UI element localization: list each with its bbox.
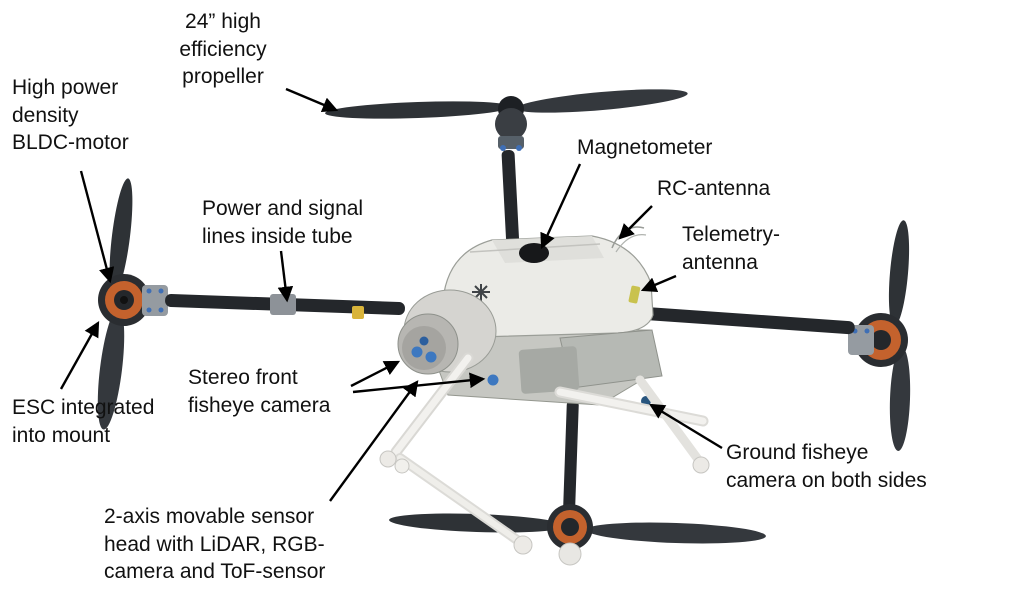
label-rc-antenna: RC-antenna (657, 177, 771, 200)
front-lower-camera (487, 374, 499, 386)
screw-dot (516, 145, 522, 151)
motor-core (871, 330, 891, 350)
label-esc: ESC integrated into mount (12, 396, 155, 447)
screw-dot (146, 307, 152, 313)
arrow-propeller (285, 87, 339, 113)
landing-leg (635, 375, 705, 467)
label-propeller: 24” high efficiency propeller (179, 10, 267, 89)
lidar-lens (419, 336, 429, 346)
screw-dot (158, 288, 164, 294)
motor-core (561, 518, 579, 536)
rotor-bottom (389, 504, 766, 566)
screw-dot (158, 307, 164, 313)
rotor-top (325, 89, 688, 151)
sensor-head-plate (402, 326, 446, 370)
arm-right (640, 306, 855, 335)
annotation-arrows (59, 87, 723, 502)
arrow-stereo-camera-1 (350, 360, 401, 388)
screw-dot (864, 328, 870, 334)
telemetry-antenna-part (628, 285, 641, 304)
label-telemetry-antenna: Telemetry- antenna (682, 223, 781, 274)
screw-dot (500, 145, 506, 151)
motor-shaft (120, 296, 128, 304)
landing-foot (513, 535, 533, 555)
propeller-blade (516, 89, 688, 113)
motor-bell (495, 108, 527, 140)
esc-mount (142, 285, 168, 316)
propeller-blade (325, 101, 511, 119)
arrow-esc (59, 320, 100, 390)
arrow-power-signal (277, 250, 294, 303)
arrow-rc-antenna (618, 205, 653, 240)
screw-dot (146, 288, 152, 294)
landing-foot (394, 458, 410, 474)
label-bldc-motor: High power density BLDC-motor (12, 76, 129, 155)
battery-box (518, 346, 580, 394)
landing-leg (397, 455, 523, 545)
arrow-bldc-motor (79, 170, 115, 284)
arm-connector (352, 306, 364, 319)
arm-bottom (563, 399, 579, 511)
label-stereo-camera: Stereo front fisheye camera (188, 366, 331, 417)
landing-foot (558, 542, 582, 566)
arrow-sensor-head (329, 380, 419, 502)
magnetometer-dome (519, 243, 549, 263)
arrow-magnetometer (540, 163, 582, 250)
propeller-blade (889, 347, 911, 451)
arm-top (501, 149, 520, 250)
camera-lens (411, 346, 423, 358)
landing-foot (379, 450, 397, 468)
landing-bar (556, 388, 707, 425)
sensor-head-part (397, 289, 497, 375)
label-sensor-head: 2-axis movable sensor head with LiDAR, R… (104, 505, 326, 584)
label-ground-camera: Ground fisheye camera on both sides (726, 441, 927, 492)
arm-collar (270, 294, 296, 315)
label-power-signal: Power and signal lines inside tube (202, 197, 364, 248)
propeller-blade (888, 220, 910, 326)
arrow-ground-camera (648, 403, 723, 450)
label-magnetometer: Magnetometer (577, 136, 713, 159)
propeller-blade (586, 522, 766, 544)
propeller-blade (109, 178, 133, 294)
starburst-emblem (472, 284, 490, 301)
drone-illustration (97, 89, 911, 566)
propeller-blade (389, 513, 565, 533)
propeller-blade (97, 308, 125, 430)
arrow-telemetry-antenna (640, 274, 677, 293)
landing-gear (379, 352, 710, 555)
rotor-right (848, 220, 911, 451)
rotor-left (97, 178, 168, 430)
arm-left (165, 294, 405, 319)
camera-lens (425, 351, 437, 363)
landing-foot (692, 456, 710, 474)
landing-leg (392, 354, 472, 456)
